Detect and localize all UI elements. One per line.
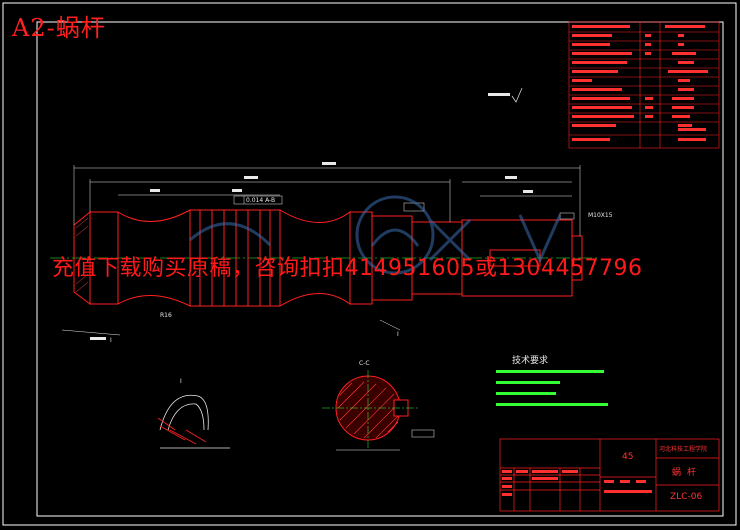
drawing-number: ZLC-06 xyxy=(670,492,703,502)
material-value: 45 xyxy=(622,452,634,462)
radius-label: R16 xyxy=(160,312,172,319)
tolerance-frame xyxy=(233,195,283,205)
title-block xyxy=(499,438,720,512)
dimension-lines xyxy=(61,165,581,336)
tolerance-label: 0.014 A-B xyxy=(246,197,276,204)
drawing-title: A2-蜗杆 xyxy=(12,14,106,42)
section-cc-label: C-C xyxy=(359,360,370,367)
surface-finish-symbol xyxy=(488,87,523,103)
title-block-text xyxy=(502,470,652,496)
worm-shaft xyxy=(73,209,583,307)
parameter-table xyxy=(568,21,720,149)
parameter-table-text xyxy=(572,25,708,141)
school-name: 河北科技工程学院 xyxy=(659,446,708,453)
dimension-text xyxy=(90,162,533,340)
detail-view-i xyxy=(157,394,230,449)
section-cc-view xyxy=(322,370,435,451)
tech-requirements-block xyxy=(496,370,608,406)
thread-label: M10X15 xyxy=(588,212,613,219)
inner-border xyxy=(36,21,724,517)
part-name: 蜗杆 xyxy=(672,468,703,478)
tech-requirements-heading: 技术要求 xyxy=(512,356,549,366)
watermark-text: 充值下载购买原稿，咨询扣扣414951605或1304457796 xyxy=(52,256,643,281)
view-i-right-label: I xyxy=(397,331,399,338)
section-hatching xyxy=(75,217,89,293)
detail-i-label: I xyxy=(180,378,182,385)
watermark-logo xyxy=(189,195,562,275)
view-i-left-label: I xyxy=(110,337,112,344)
